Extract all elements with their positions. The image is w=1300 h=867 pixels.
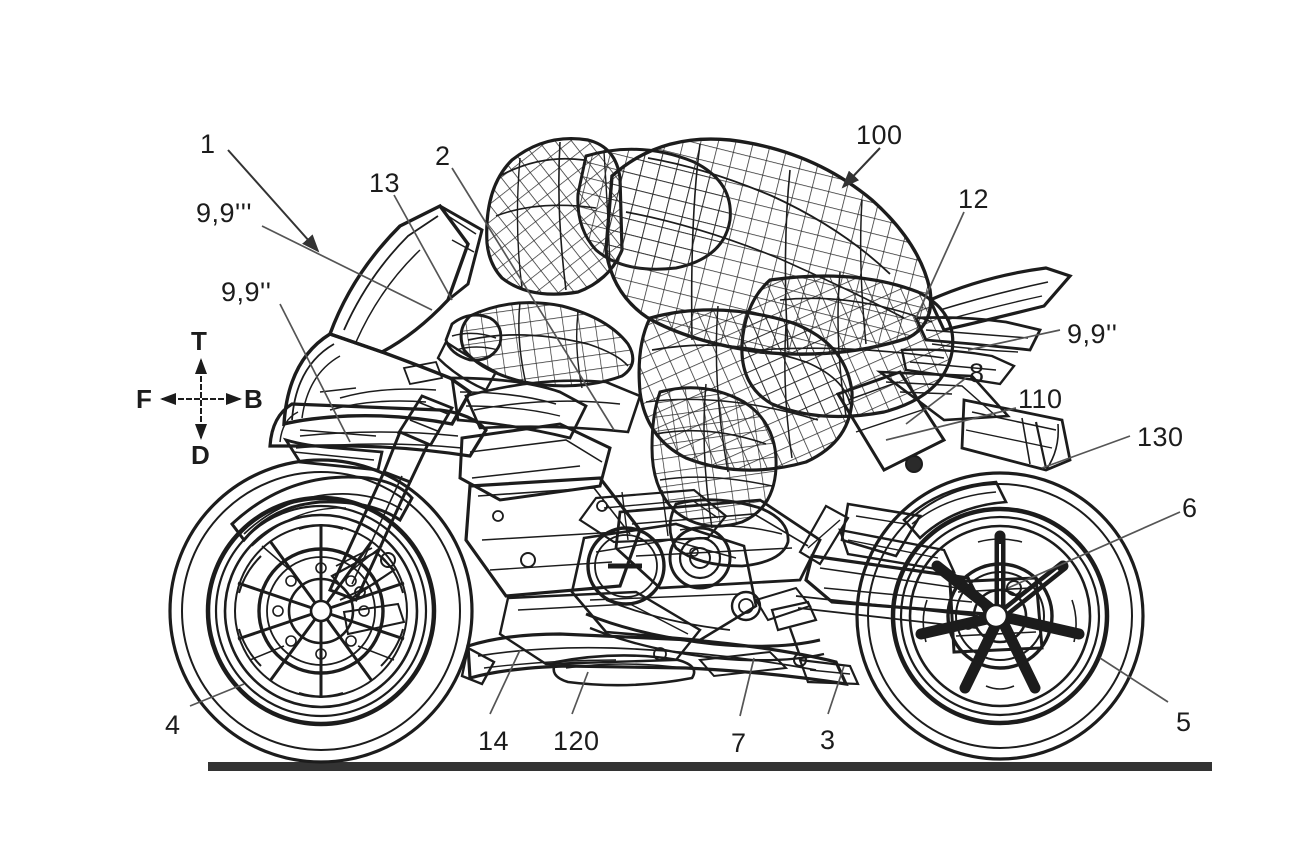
reference-label-1: 1 — [200, 129, 216, 159]
front-wheel — [168, 458, 474, 764]
reference-label-2: 2 — [435, 141, 451, 171]
reference-label-9-triple-prime: 9,9''' — [196, 198, 252, 228]
reference-label-130: 130 — [1137, 422, 1184, 452]
reference-label-100: 100 — [856, 120, 903, 150]
front-fairing — [268, 203, 588, 472]
side-panel-110 — [835, 370, 947, 473]
ground-line — [208, 762, 1212, 771]
reference-label-9-double-prime-left: 9,9'' — [221, 277, 272, 307]
compass-axes-icon — [160, 358, 242, 440]
reference-label-3: 3 — [820, 725, 836, 755]
reference-label-110: 110 — [1018, 384, 1063, 414]
rear-wheel — [855, 471, 1145, 761]
reference-label-14: 14 — [478, 726, 510, 756]
footpeg-assembly — [770, 600, 818, 667]
reference-label-13: 13 — [369, 168, 401, 198]
reference-label-7: 7 — [731, 728, 747, 758]
rear-fender — [902, 480, 1009, 540]
reference-label-120: 120 — [553, 726, 600, 756]
reference-label-6: 6 — [1182, 493, 1198, 523]
reference-label-5: 5 — [1176, 707, 1192, 737]
belly-pan — [460, 632, 860, 687]
front-fork — [229, 394, 455, 602]
compass-label-top: T — [191, 326, 207, 356]
reference-label-9-double-prime-right: 9,9'' — [1067, 319, 1118, 349]
reference-label-4: 4 — [165, 710, 181, 740]
compass-label-down: D — [191, 440, 210, 470]
compass-label-front: F — [136, 384, 152, 414]
orientation-compass: T D F B — [136, 326, 266, 470]
fuel-tank-and-tail — [464, 266, 1073, 434]
leader-lines — [189, 147, 1181, 717]
reference-label-12: 12 — [958, 184, 990, 214]
compass-label-back: B — [244, 384, 263, 414]
reference-label-8: 8 — [969, 358, 985, 388]
